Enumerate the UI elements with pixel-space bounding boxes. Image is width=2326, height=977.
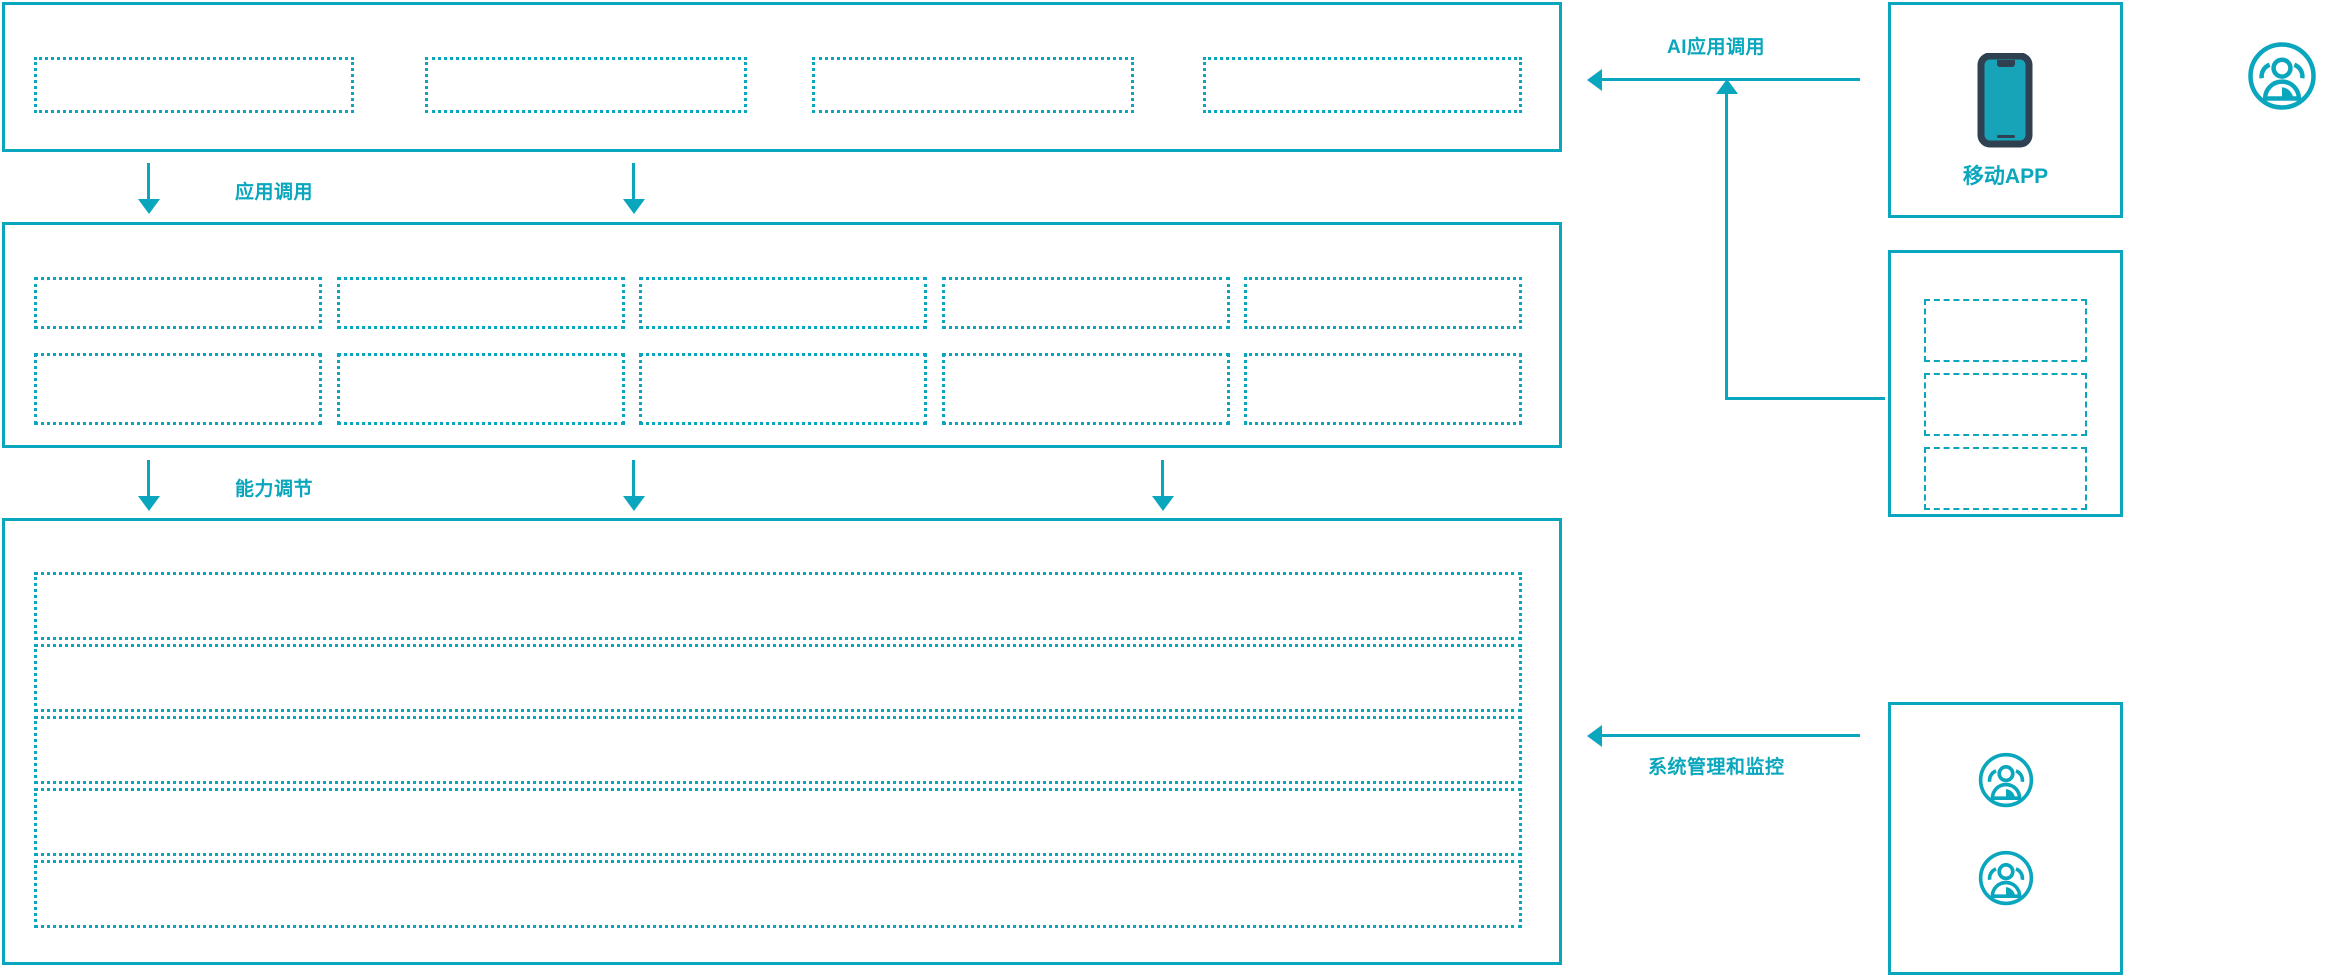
service-panel bbox=[1888, 250, 2123, 517]
mobile-phone-icon bbox=[1977, 52, 2035, 154]
service-to-ai-connector-arrow bbox=[1725, 92, 1728, 400]
mobile-app-label: 移动APP bbox=[1962, 165, 2049, 188]
capability-adjust-arrow-2 bbox=[632, 460, 635, 498]
infrastructure-row-4[interactable] bbox=[34, 788, 1522, 856]
infrastructure-row-3[interactable] bbox=[34, 716, 1522, 784]
application-layer-box-2[interactable] bbox=[425, 57, 747, 113]
service-panel-item-3[interactable] bbox=[1924, 447, 2087, 510]
capability-adjust-arrow-1 bbox=[147, 460, 150, 498]
infrastructure-row-1[interactable] bbox=[34, 572, 1522, 640]
infrastructure-row-2[interactable] bbox=[34, 644, 1522, 712]
capability-box-r2c5[interactable] bbox=[1244, 353, 1522, 425]
end-user-group-icon[interactable] bbox=[2246, 40, 2318, 117]
system-manage-monitor-arrow bbox=[1600, 734, 1860, 737]
capability-box-r2c1[interactable] bbox=[34, 353, 322, 425]
mobile-app-card[interactable]: 移动APP bbox=[1888, 2, 2123, 218]
service-to-ai-connector-segment bbox=[1725, 397, 1885, 400]
capability-box-r1c4[interactable] bbox=[942, 277, 1230, 329]
capability-box-r2c3[interactable] bbox=[639, 353, 927, 425]
ai-app-invoke-label: AI应用调用 bbox=[1667, 37, 1766, 58]
capability-box-r1c5[interactable] bbox=[1244, 277, 1522, 329]
app-invoke-label: 应用调用 bbox=[235, 182, 314, 203]
capability-box-r2c4[interactable] bbox=[942, 353, 1230, 425]
capability-box-r2c2[interactable] bbox=[337, 353, 625, 425]
admin-panel bbox=[1888, 702, 2123, 975]
service-panel-item-2[interactable] bbox=[1924, 373, 2087, 436]
application-layer-box-1[interactable] bbox=[34, 57, 354, 113]
capability-box-r1c1[interactable] bbox=[34, 277, 322, 329]
capability-adjust-arrow-3 bbox=[1161, 460, 1164, 498]
system-manage-monitor-label: 系统管理和监控 bbox=[1648, 757, 1785, 778]
service-panel-item-1[interactable] bbox=[1924, 299, 2087, 362]
app-invoke-arrow-left bbox=[147, 163, 150, 201]
application-layer-box-4[interactable] bbox=[1203, 57, 1522, 113]
capability-adjust-label: 能力调节 bbox=[235, 479, 314, 500]
application-layer-box-3[interactable] bbox=[812, 57, 1134, 113]
admin-user-group-icon-2[interactable] bbox=[1977, 849, 2035, 912]
capability-box-r1c3[interactable] bbox=[639, 277, 927, 329]
infrastructure-row-5[interactable] bbox=[34, 860, 1522, 928]
admin-user-group-icon-1[interactable] bbox=[1977, 751, 2035, 814]
capability-box-r1c2[interactable] bbox=[337, 277, 625, 329]
app-invoke-arrow-right bbox=[632, 163, 635, 201]
